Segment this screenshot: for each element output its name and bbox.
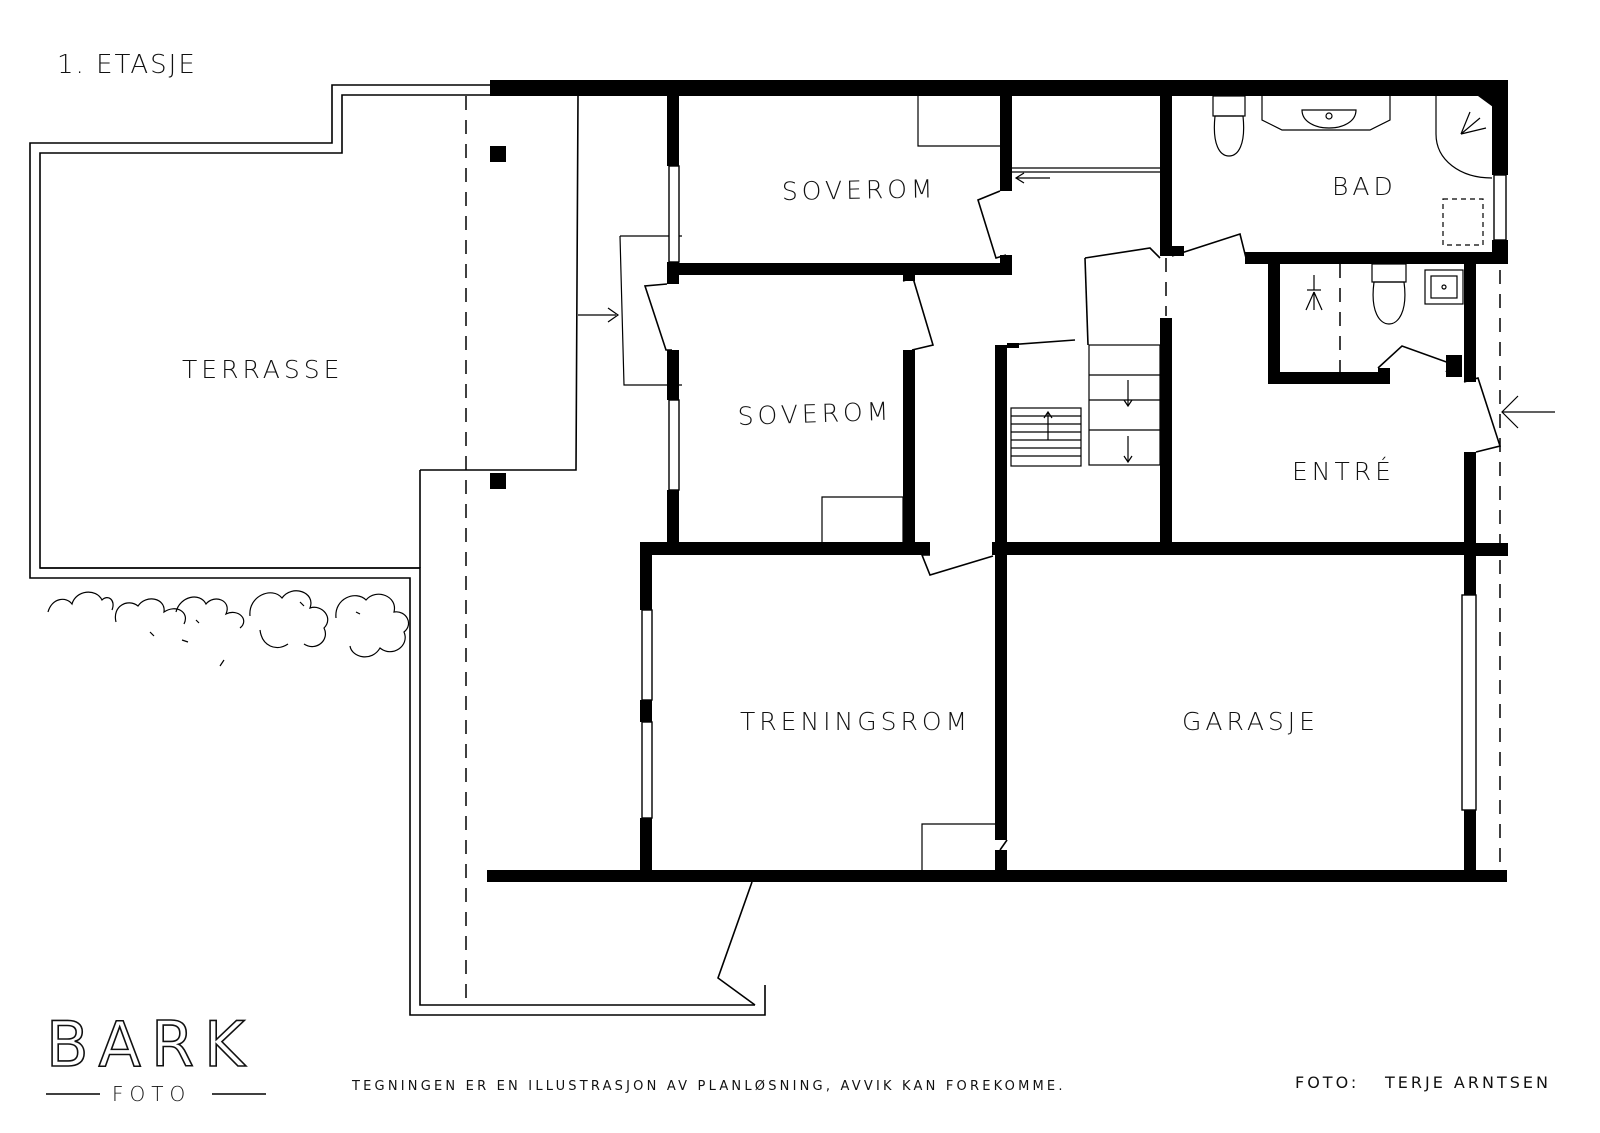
room-label-soverom-1: SOVEROM bbox=[782, 174, 937, 206]
terrace-outline bbox=[29, 84, 766, 1016]
shower-icon bbox=[1435, 96, 1493, 246]
footer-photographer: TERJE ARNTSEN bbox=[1384, 1073, 1551, 1092]
room-label-soverom-2: SOVEROM bbox=[737, 397, 893, 431]
room-labels: TERRASSE SOVEROM SOVEROM BAD ENTRÉ TRENI… bbox=[182, 172, 1397, 736]
doors bbox=[643, 190, 1502, 1006]
room-label-bad: BAD bbox=[1332, 172, 1397, 201]
toilet-icon bbox=[1371, 263, 1407, 325]
room-label-entre: ENTRÉ bbox=[1292, 457, 1395, 486]
toilet-icon bbox=[1212, 95, 1246, 157]
sink-icon bbox=[1261, 96, 1391, 131]
footer-photo-label: FOTO: bbox=[1295, 1073, 1359, 1092]
brand-logo: BARK FOTO bbox=[45, 1007, 266, 1106]
pillar bbox=[490, 146, 506, 162]
shrub-icon bbox=[47, 590, 409, 667]
wardrobe bbox=[917, 96, 1000, 147]
interior-walls bbox=[640, 96, 1508, 878]
room-label-terrasse: TERRASSE bbox=[182, 355, 343, 384]
pillar bbox=[490, 473, 506, 489]
arrow-icon bbox=[607, 307, 620, 323]
brand-sub: FOTO bbox=[112, 1082, 191, 1106]
stairs-icon bbox=[1010, 344, 1161, 467]
shower-icon bbox=[1305, 275, 1323, 311]
sink-icon bbox=[1424, 269, 1464, 305]
walls bbox=[487, 80, 1508, 882]
fixtures bbox=[821, 95, 1493, 870]
wardrobe bbox=[921, 823, 995, 870]
room-label-garasje: GARASJE bbox=[1182, 707, 1319, 736]
brand-name: BARK bbox=[46, 1008, 255, 1081]
arrow-entrance-icon bbox=[1501, 395, 1555, 429]
wardrobe bbox=[821, 496, 904, 545]
room-label-treningsrom: TRENINGSROM bbox=[740, 707, 971, 736]
footer-disclaimer: TEGNINGEN ER EN ILLUSTRASJON AV PLANLØSN… bbox=[351, 1079, 1066, 1094]
floor-title: 1. ETASJE bbox=[57, 50, 197, 80]
